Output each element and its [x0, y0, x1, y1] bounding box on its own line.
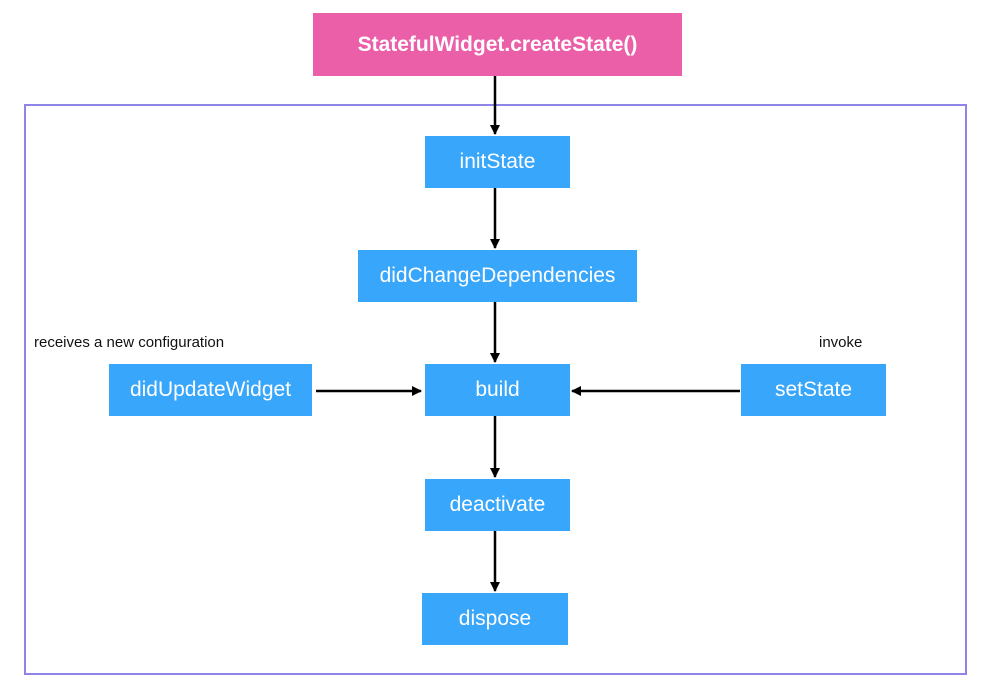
build-node: build	[425, 364, 570, 416]
init-state-node: initState	[425, 136, 570, 188]
new-configuration-annotation: receives a new configuration	[34, 334, 225, 351]
deactivate-node: deactivate	[425, 479, 570, 531]
create-state-node: StatefulWidget.createState()	[313, 13, 682, 76]
dispose-node: dispose	[422, 593, 568, 645]
invoke-annotation: invoke	[819, 334, 863, 351]
did-change-dependencies-node: didChangeDependencies	[358, 250, 637, 302]
set-state-node: setState	[741, 364, 886, 416]
did-update-widget-node: didUpdateWidget	[109, 364, 312, 416]
